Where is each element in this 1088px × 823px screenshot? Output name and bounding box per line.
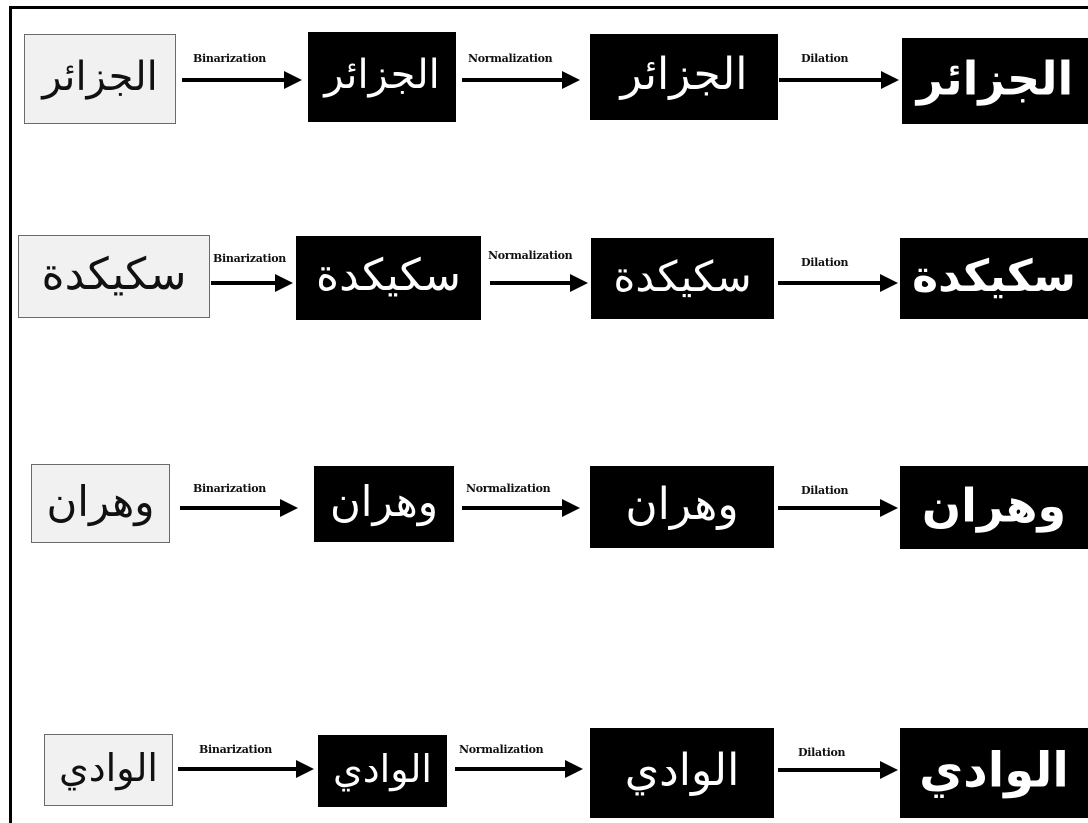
row2-binarized-word: سكيكدة (316, 249, 461, 301)
row3-arrow-2 (462, 499, 580, 517)
row4-binarization-label: Binarization (199, 743, 272, 756)
row3-original-word: وهران (46, 476, 155, 526)
row3-binarized-word: وهران (329, 476, 439, 526)
row2-original-image: سكيكدة (18, 235, 210, 318)
row1-binarized-word: الجزائر (324, 52, 440, 98)
row1-normalization-label: Normalization (468, 52, 553, 65)
row1-dilated-image: الجزائر (902, 38, 1088, 124)
row2-original-word: سكيكدة (41, 248, 187, 300)
row3-dilated-word: وهران (921, 478, 1067, 533)
row4-binarized-image: الوادي (318, 735, 447, 807)
row3-binarization-label: Binarization (193, 482, 266, 495)
row1-binarized-image: الجزائر (308, 32, 456, 122)
row1-original-image: الجزائر (24, 34, 176, 124)
row1-normalized-image: الجزائر (590, 34, 778, 120)
row3-normalized-image: وهران (590, 466, 774, 548)
row3-normalized-word: وهران (625, 478, 739, 530)
row2-arrow-3 (778, 274, 898, 292)
row3-binarized-image: وهران (314, 466, 454, 542)
row1-dilated-word: الجزائر (916, 51, 1074, 106)
row4-original-image: الوادي (44, 734, 173, 806)
row2-binarization-label: Binarization (213, 252, 286, 265)
row4-binarized-word: الوادي (333, 747, 432, 792)
row3-normalization-label: Normalization (466, 482, 551, 495)
row2-normalized-image: سكيكدة (591, 238, 774, 319)
row2-normalized-word: سكيكدة (613, 251, 752, 301)
row4-arrow-1 (178, 760, 314, 778)
row2-normalization-label: Normalization (488, 249, 573, 262)
row2-dilated-word: سكيكدة (912, 250, 1076, 302)
row3-original-image: وهران (31, 464, 170, 543)
row4-arrow-3 (778, 761, 898, 779)
row4-normalization-label: Normalization (459, 743, 544, 756)
row4-original-word: الوادي (59, 746, 158, 791)
row3-dilated-image: وهران (900, 466, 1088, 549)
figure-frame (9, 6, 1088, 823)
row4-normalized-image: الوادي (590, 728, 774, 818)
row3-arrow-3 (778, 499, 898, 517)
row1-arrow-1 (182, 71, 302, 89)
row1-binarization-label: Binarization (193, 52, 266, 65)
row4-normalized-word: الوادي (624, 744, 740, 796)
row2-dilation-label: Dilation (801, 256, 849, 269)
row4-dilated-word: الوادي (919, 742, 1069, 799)
row1-dilation-label: Dilation (801, 52, 849, 65)
row1-normalized-word: الجزائر (620, 48, 748, 100)
row1-original-word: الجزائر (42, 54, 158, 100)
row2-arrow-1 (211, 274, 293, 292)
row4-dilation-label: Dilation (798, 746, 846, 759)
row3-arrow-1 (180, 499, 298, 517)
row3-dilation-label: Dilation (801, 484, 849, 497)
row2-binarized-image: سكيكدة (296, 236, 481, 320)
row1-arrow-2 (462, 71, 580, 89)
row2-dilated-image: سكيكدة (900, 238, 1088, 319)
row4-arrow-2 (455, 760, 583, 778)
row1-arrow-3 (779, 71, 899, 89)
row2-arrow-2 (490, 274, 588, 292)
row4-dilated-image: الوادي (900, 728, 1088, 818)
